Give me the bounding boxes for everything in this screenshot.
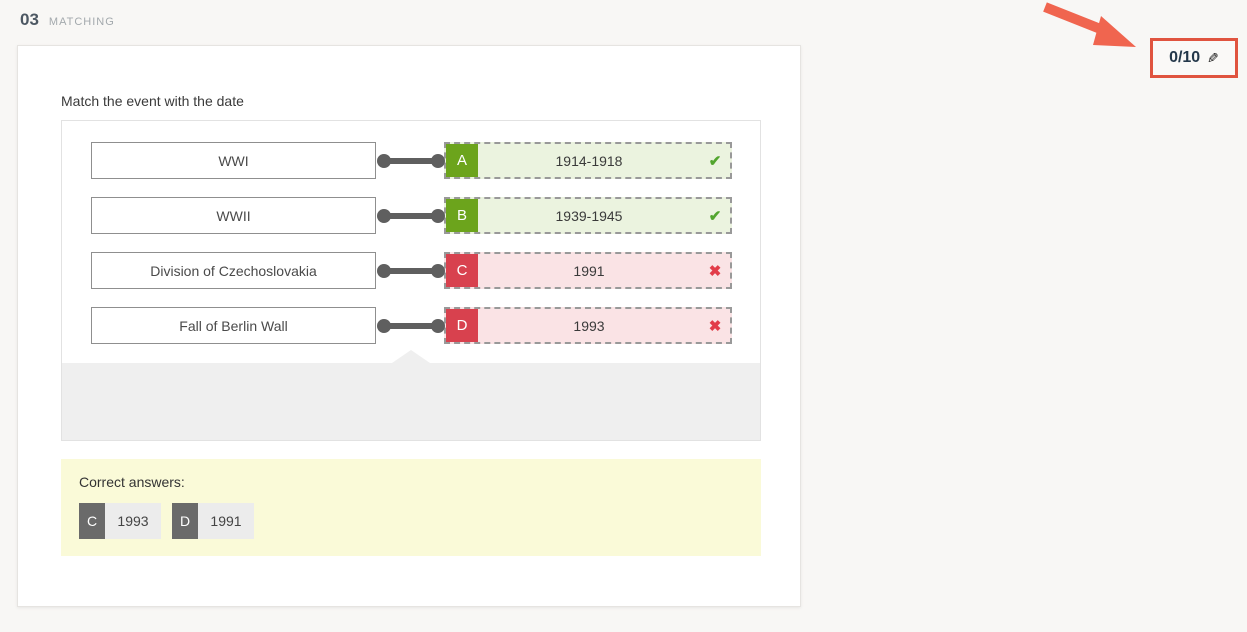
- answer-value: 1993: [573, 317, 605, 334]
- match-left-item[interactable]: Division of Czechoslovakia: [91, 252, 376, 289]
- check-icon: ✔: [708, 152, 722, 170]
- connector-dot-right: [431, 208, 445, 223]
- question-prompt: Match the event with the date: [61, 93, 244, 109]
- matching-rows: WWI A 1914-1918 ✔ WWII B 1939-1945 ✔: [62, 121, 760, 362]
- match-answer-chip[interactable]: D 1993 ✖: [444, 307, 732, 344]
- connector-dot-right: [431, 318, 445, 333]
- correct-answer-chip: C 1993: [79, 503, 161, 539]
- answer-source-area[interactable]: [62, 350, 760, 440]
- correct-answer-value: 1991: [198, 503, 254, 539]
- correct-answer-chip: D 1991: [172, 503, 254, 539]
- match-answer-chip[interactable]: C 1991 ✖: [444, 252, 732, 289]
- match-connector: [376, 142, 445, 179]
- match-left-item[interactable]: Fall of Berlin Wall: [91, 307, 376, 344]
- correct-answers-box: Correct answers: C 1993 D 1991: [61, 459, 761, 556]
- correct-answer-letter: D: [172, 503, 198, 539]
- connector-dot-right: [431, 263, 445, 278]
- correct-answer-value: 1993: [105, 503, 161, 539]
- match-left-item[interactable]: WWII: [91, 197, 376, 234]
- pencil-edit-icon[interactable]: ✎: [1207, 49, 1219, 66]
- correct-answers-chips: C 1993 D 1991: [79, 503, 743, 539]
- matching-panel: WWI A 1914-1918 ✔ WWII B 1939-1945 ✔: [61, 120, 761, 441]
- score-value: 0/10: [1169, 49, 1201, 66]
- match-row: Fall of Berlin Wall D 1993 ✖: [62, 307, 760, 344]
- match-row: WWII B 1939-1945 ✔: [62, 197, 760, 234]
- connector-bar: [384, 212, 438, 219]
- answer-value: 1939-1945: [555, 207, 623, 224]
- cross-icon: ✖: [708, 262, 722, 280]
- cross-icon: ✖: [708, 317, 722, 335]
- match-left-label: WWII: [216, 207, 251, 224]
- answer-value: 1991: [573, 262, 605, 279]
- annotation-arrow-icon: [1043, 2, 1136, 47]
- answer-value: 1914-1918: [555, 152, 623, 169]
- answer-letter-badge: A: [446, 144, 478, 177]
- connector-bar: [384, 267, 438, 274]
- match-connector: [376, 252, 445, 289]
- match-answer-chip[interactable]: A 1914-1918 ✔: [444, 142, 732, 179]
- connector-bar: [384, 322, 438, 329]
- question-number: 03: [20, 10, 39, 29]
- question-type-label: MATCHING: [48, 16, 115, 28]
- question-card: Match the event with the date WWI A 1914…: [17, 45, 801, 607]
- answer-letter-badge: B: [446, 199, 478, 232]
- question-header: 03 MATCHING: [20, 10, 115, 30]
- match-left-label: Division of Czechoslovakia: [150, 262, 317, 279]
- match-left-label: WWI: [218, 152, 249, 169]
- correct-answer-letter: C: [79, 503, 105, 539]
- caret-notch-icon: [392, 350, 430, 363]
- answer-letter-badge: C: [446, 254, 478, 287]
- answer-letter-badge: D: [446, 309, 478, 342]
- check-icon: ✔: [708, 207, 722, 225]
- match-row: WWI A 1914-1918 ✔: [62, 142, 760, 179]
- match-left-item[interactable]: WWI: [91, 142, 376, 179]
- connector-dot-right: [431, 153, 445, 168]
- correct-answers-label: Correct answers:: [79, 474, 185, 490]
- connector-bar: [384, 157, 438, 164]
- match-connector: [376, 197, 445, 234]
- match-connector: [376, 307, 445, 344]
- match-left-label: Fall of Berlin Wall: [179, 317, 288, 334]
- match-answer-chip[interactable]: B 1939-1945 ✔: [444, 197, 732, 234]
- match-row: Division of Czechoslovakia C 1991 ✖: [62, 252, 760, 289]
- score-badge[interactable]: 0/10 ✎: [1150, 38, 1238, 78]
